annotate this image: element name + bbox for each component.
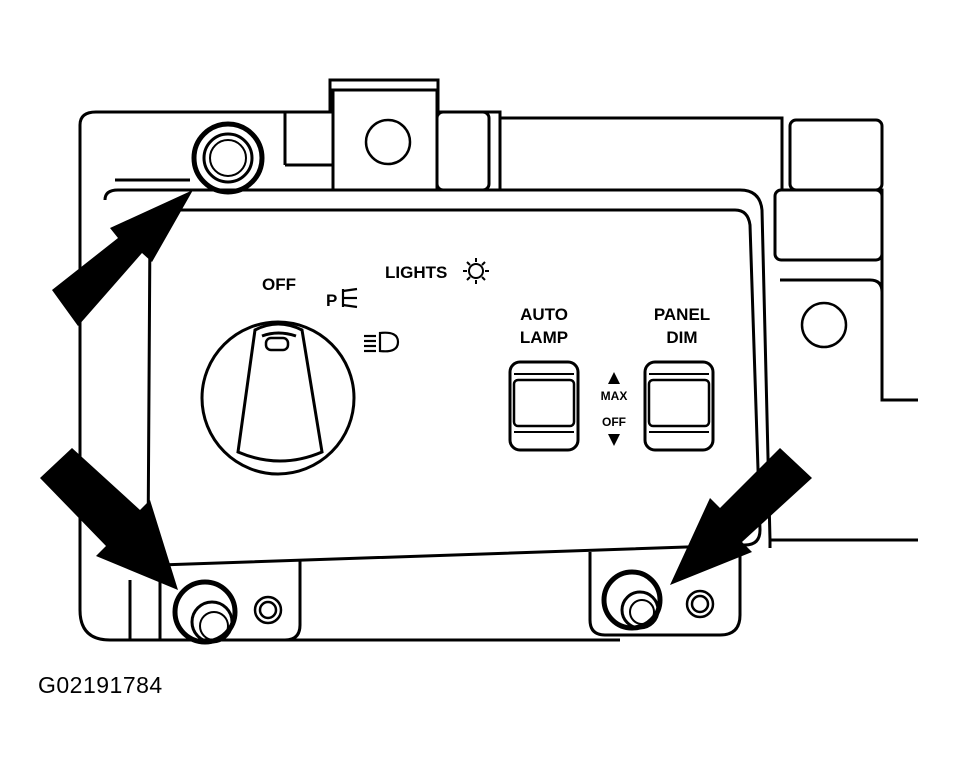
fastener-arrow-icon xyxy=(40,190,812,590)
lamp-label: LAMP xyxy=(520,328,568,347)
auto-label: AUTO xyxy=(520,305,568,324)
fastener-bottom-right xyxy=(601,569,663,631)
auto-lamp-switch[interactable] xyxy=(508,360,580,452)
headlamp-knob[interactable] xyxy=(200,320,356,476)
parking-light-icon xyxy=(341,287,358,309)
off-label: OFF xyxy=(262,275,296,294)
max-label: MAX xyxy=(601,389,628,403)
fastener-top-left xyxy=(191,121,265,195)
headlamp-icon xyxy=(364,331,400,353)
fastener-bottom-left xyxy=(172,579,238,645)
park-label: P xyxy=(326,291,337,310)
sun-icon xyxy=(463,258,489,284)
lights-label: LIGHTS xyxy=(385,263,447,282)
panel-dim-switch[interactable] xyxy=(643,360,715,452)
down-arrow-icon xyxy=(608,434,620,446)
off-small-label: OFF xyxy=(602,415,626,429)
up-arrow-icon xyxy=(608,372,620,384)
panel-label: PANEL xyxy=(654,305,710,324)
housing-holes xyxy=(253,118,848,625)
dim-label: DIM xyxy=(666,328,697,347)
figure-id: G02191784 xyxy=(38,672,163,698)
